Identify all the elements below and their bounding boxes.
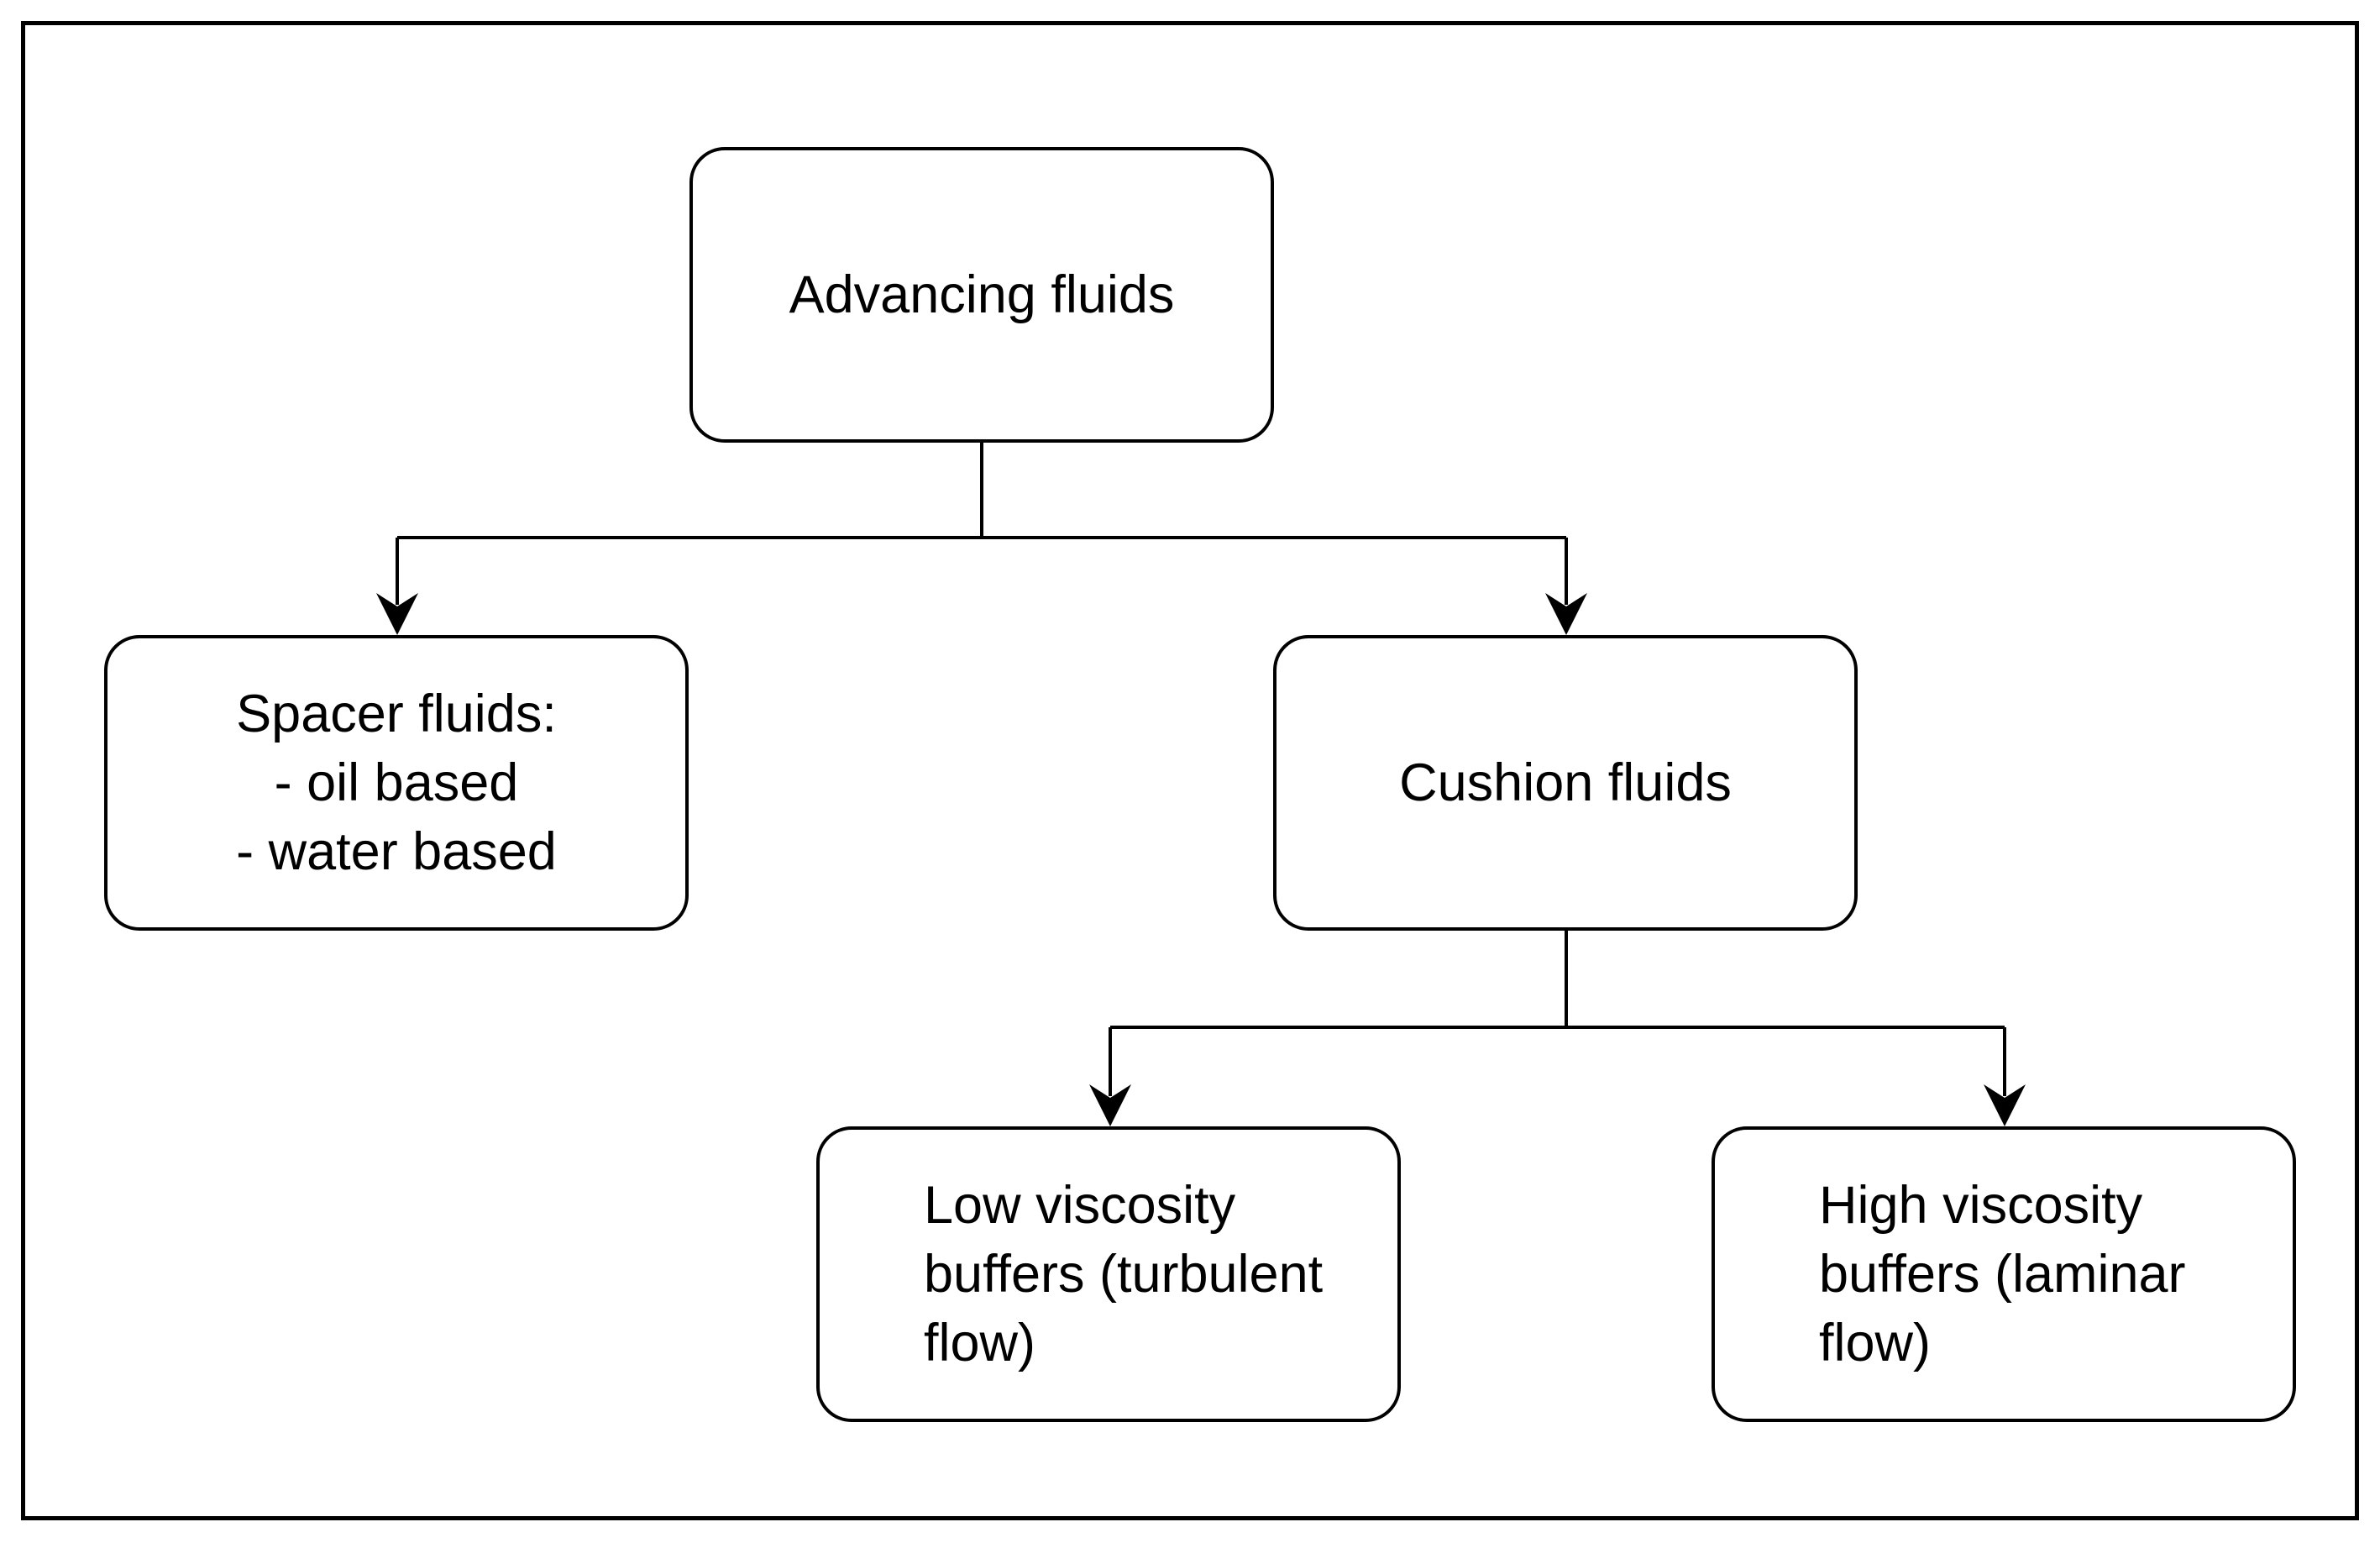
node-low-viscosity-buffers: Low viscosity buffers (turbulent flow) xyxy=(816,1126,1401,1422)
node-high-viscosity-buffers-label: High viscosity buffers (laminar flow) xyxy=(1819,1176,2186,1372)
node-cushion-fluids: Cushion fluids xyxy=(1273,635,1858,931)
node-spacer-fluids-label: Spacer fluids: - oil based - water based xyxy=(236,685,557,881)
node-advancing-fluids-label: Advancing fluids xyxy=(789,265,1175,324)
arrow-to-spacer xyxy=(376,593,418,635)
arrow-to-high-viscosity xyxy=(1984,1084,2026,1126)
node-cushion-fluids-label: Cushion fluids xyxy=(1399,753,1732,812)
node-low-viscosity-buffers-label: Low viscosity buffers (turbulent flow) xyxy=(924,1176,1324,1372)
node-spacer-fluids: Spacer fluids: - oil based - water based xyxy=(104,635,689,931)
arrow-to-low-viscosity xyxy=(1089,1084,1131,1126)
node-high-viscosity-buffers: High viscosity buffers (laminar flow) xyxy=(1712,1126,2296,1422)
arrow-to-cushion xyxy=(1545,593,1587,635)
node-advancing-fluids: Advancing fluids xyxy=(689,147,1274,443)
